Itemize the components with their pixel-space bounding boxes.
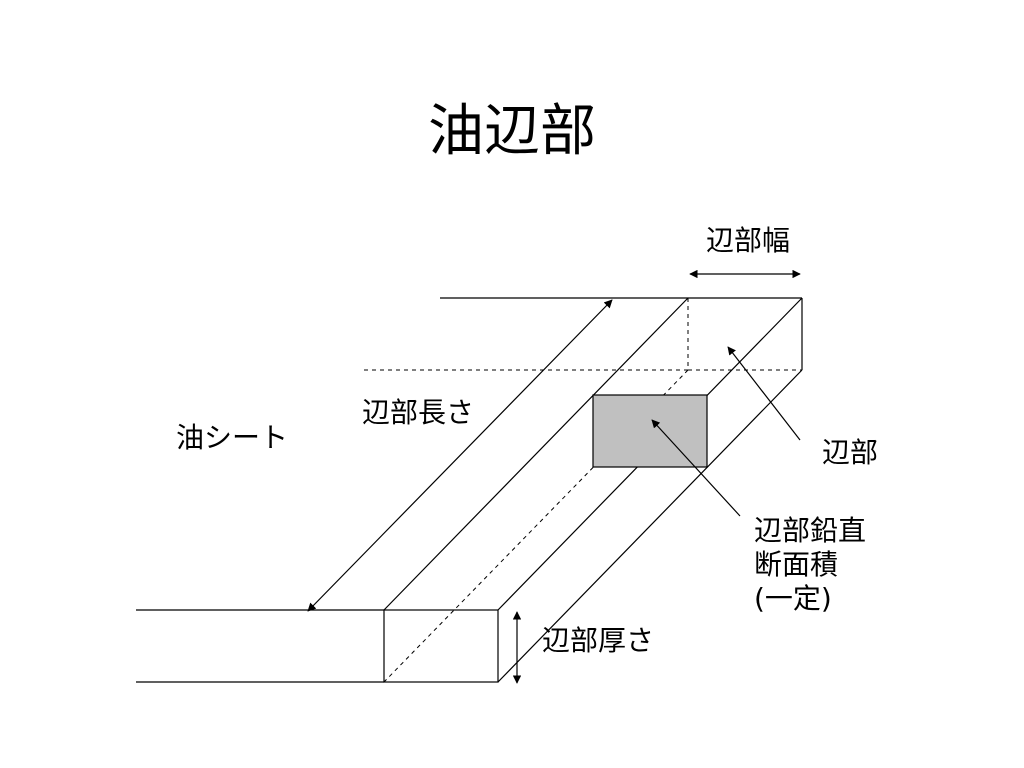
cross-section-label-line-2: 断面積 xyxy=(754,548,839,581)
edge-leader-arrow xyxy=(727,346,801,441)
cross-section-area xyxy=(592,394,708,468)
slide-title: 油辺部 xyxy=(428,99,596,164)
edge-label: 辺部 xyxy=(822,436,879,469)
edge-width-label: 辺部幅 xyxy=(706,224,791,257)
edge-length-arrow xyxy=(307,299,613,612)
cross-section-label-line-1: 辺部鉛直 xyxy=(754,514,867,547)
edge-length-label: 辺部長さ xyxy=(362,396,475,429)
strip-right-bottom-edge xyxy=(497,369,803,683)
edge-thickness-label: 辺部厚さ xyxy=(542,624,655,657)
cross-section-label: 辺部鉛直 断面積 (一定) xyxy=(754,514,904,616)
strip-front-face xyxy=(383,609,499,683)
oil-sheet-label: 油シート xyxy=(176,421,289,454)
cross-section-label-line-3: (一定) xyxy=(754,582,832,615)
cross-section-leader-arrow xyxy=(651,419,741,517)
